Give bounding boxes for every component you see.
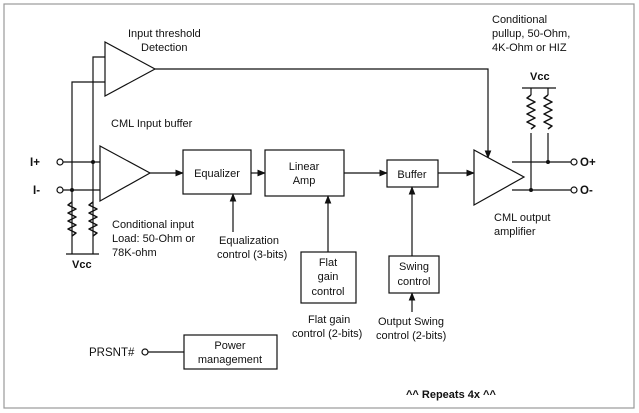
threshold-output-wire (155, 68, 492, 159)
cond-pullup-label-2: pullup, 50-Ohm, (492, 28, 570, 40)
input-load-resistor-1 (67, 201, 77, 237)
power-mgmt-label-2: management (198, 354, 262, 366)
swing-box-label-2: control (397, 276, 430, 288)
junction-in-neg (70, 188, 74, 192)
flat-gain-box-label-3: control (311, 286, 344, 298)
cml-output-amp-triangle (473, 148, 526, 207)
input-load-resistor-2 (88, 201, 98, 237)
vcc-bottom-label: Vcc (72, 259, 92, 271)
threshold-input-wire-top (92, 56, 105, 254)
junction-out-pos (546, 160, 550, 164)
swing-box-label-1: Swing (399, 261, 429, 273)
flat-gain-box (300, 251, 357, 304)
pin-in-pos-terminal (56, 158, 64, 166)
vcc-top-label: Vcc (530, 71, 550, 83)
cml-input-buffer-label: CML Input buffer (111, 118, 193, 130)
prsnt-pin-terminal (141, 348, 149, 356)
pin-in-neg-terminal (56, 186, 64, 194)
pin-out-pos-terminal (570, 158, 578, 166)
threshold-detector-triangle (104, 40, 157, 98)
pullup-resistor-1 (526, 94, 536, 130)
junction-in-pos (91, 160, 95, 164)
buffer-box (386, 159, 439, 188)
diagram-frame (3, 3, 635, 409)
repeats-note: ^^ Repeats 4x ^^ (406, 389, 496, 401)
swing-control-box (388, 255, 440, 294)
cml-input-buffer-triangle (99, 144, 152, 203)
flat-gain-ctl-label-2: control (2-bits) (292, 328, 362, 340)
flat-gain-box-label-1: Flat (319, 257, 337, 269)
cond-input-label-3: 78K-ohm (112, 247, 157, 259)
equalizer-box (182, 149, 252, 195)
swing-ctl-label-1: Output Swing (378, 316, 444, 328)
junction-out-neg (529, 188, 533, 192)
linear-amp-label-2: Amp (293, 175, 316, 187)
cml-output-label-1: CML output (494, 212, 550, 224)
cond-input-label-2: Load: 50-Ohm or (112, 233, 195, 245)
flat-gain-ctl-label-1: Flat gain (308, 314, 350, 326)
cond-pullup-label-3: 4K-Ohm or HIZ (492, 42, 567, 54)
eq-control-label-2: control (3-bits) (217, 249, 287, 261)
pin-in-neg-label: I- (33, 185, 40, 197)
pin-out-pos-label: O+ (580, 157, 596, 169)
buffer-label: Buffer (397, 169, 426, 181)
pullup-resistor-2 (543, 94, 553, 130)
threshold-detector-label-2: Detection (141, 42, 187, 54)
cml-output-label-2: amplifier (494, 226, 536, 238)
linear-amp-box (264, 149, 345, 197)
threshold-input-wire-bottom (71, 81, 105, 254)
cond-input-label-1: Conditional input (112, 219, 194, 231)
prsnt-pin-label: PRSNT# (89, 347, 135, 359)
swing-ctl-label-2: control (2-bits) (376, 330, 446, 342)
threshold-detector-label-1: Input threshold (128, 28, 201, 40)
equalizer-label: Equalizer (194, 168, 240, 180)
pin-out-neg-label: O- (580, 185, 593, 197)
linear-amp-label-1: Linear (289, 161, 320, 173)
power-mgmt-label-1: Power (214, 340, 246, 352)
eq-control-label-1: Equalization (219, 235, 279, 247)
pin-out-neg-terminal (570, 186, 578, 194)
pin-in-pos-label: I+ (30, 157, 40, 169)
cond-pullup-label-1: Conditional (492, 14, 547, 26)
flat-gain-box-label-2: gain (318, 271, 339, 283)
power-management-box (183, 334, 278, 370)
